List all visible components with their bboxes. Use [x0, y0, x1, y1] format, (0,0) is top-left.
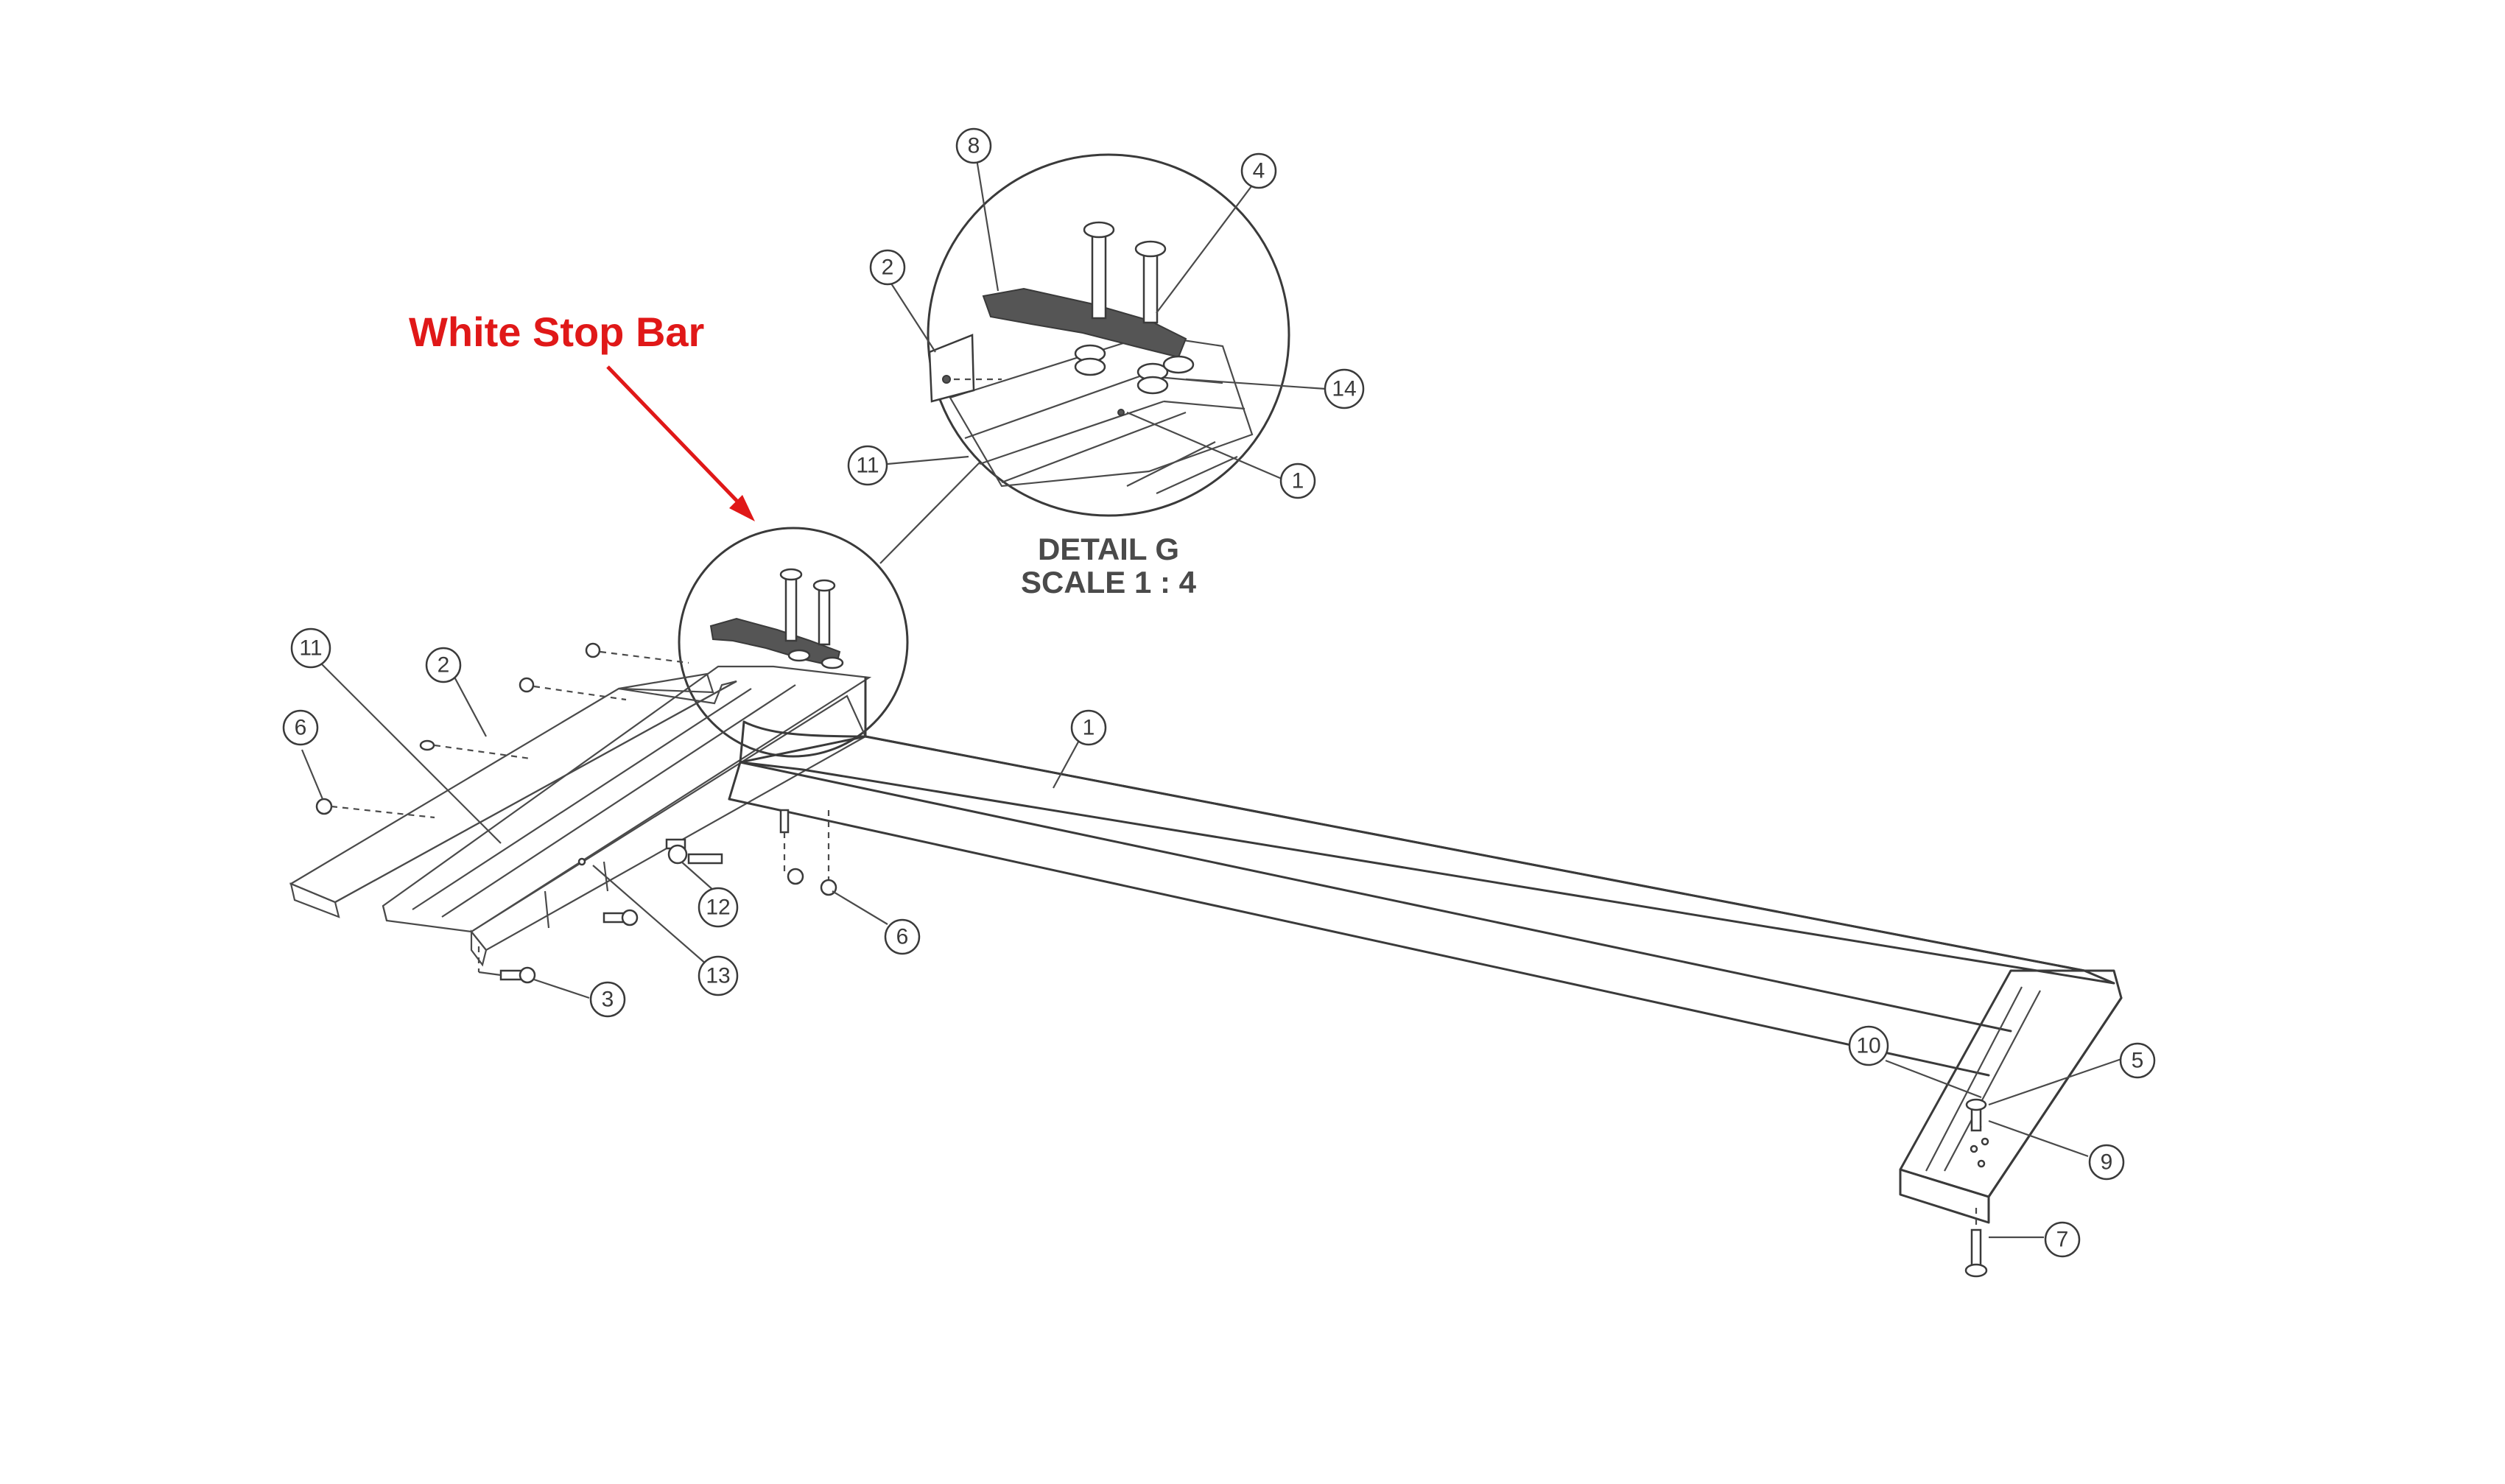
callout-13: 13 — [698, 955, 739, 996]
svg-text:5: 5 — [2132, 1049, 2144, 1073]
callout-4: 4 — [1240, 152, 1277, 189]
callout-2-detail: 2 — [869, 249, 906, 286]
svg-text:4: 4 — [1253, 159, 1265, 183]
callout-7: 7 — [2044, 1221, 2081, 1258]
svg-text:8: 8 — [968, 134, 980, 158]
svg-text:11: 11 — [299, 636, 322, 661]
svg-text:2: 2 — [438, 653, 450, 678]
detail-g-view — [879, 153, 1290, 564]
svg-text:2: 2 — [882, 256, 894, 280]
detail-scale: SCALE 1 : 4 — [1021, 565, 1197, 599]
callout-3: 3 — [589, 981, 626, 1018]
detail-title: DETAIL G — [1038, 532, 1179, 566]
callout-11-detail: 11 — [847, 445, 888, 486]
annotation-arrow — [606, 365, 755, 521]
callout-6-right: 6 — [884, 918, 921, 955]
svg-text:11: 11 — [856, 454, 879, 478]
main-tube-part — [728, 676, 2115, 1077]
detail-g-marker-circle — [678, 527, 909, 758]
svg-text:13: 13 — [706, 964, 730, 988]
svg-text:1: 1 — [1083, 716, 1095, 740]
stop-bar-part — [289, 672, 737, 918]
callout-1: 1 — [1070, 709, 1107, 746]
svg-text:7: 7 — [2056, 1228, 2069, 1252]
callout-12: 12 — [698, 887, 739, 928]
callout-11: 11 — [290, 627, 331, 669]
svg-text:6: 6 — [896, 925, 909, 949]
callout-5: 5 — [2119, 1042, 2156, 1079]
svg-text:14: 14 — [1332, 377, 1356, 401]
callout-6-left: 6 — [282, 709, 319, 746]
svg-text:3: 3 — [602, 988, 614, 1012]
callout-1-detail: 1 — [1279, 463, 1316, 499]
callout-10: 10 — [1848, 1025, 1889, 1066]
svg-text:1: 1 — [1292, 469, 1304, 493]
svg-text:10: 10 — [1856, 1034, 1880, 1058]
svg-text:12: 12 — [706, 896, 730, 920]
svg-text:9: 9 — [2101, 1150, 2113, 1175]
callout-14: 14 — [1324, 368, 1365, 409]
white-stop-bar-label: White Stop Bar — [409, 309, 704, 355]
callout-9: 9 — [2088, 1144, 2125, 1181]
end-base-part — [1899, 969, 2123, 1278]
callout-2: 2 — [425, 647, 462, 683]
callout-8: 8 — [955, 127, 992, 164]
svg-text:6: 6 — [295, 716, 307, 740]
